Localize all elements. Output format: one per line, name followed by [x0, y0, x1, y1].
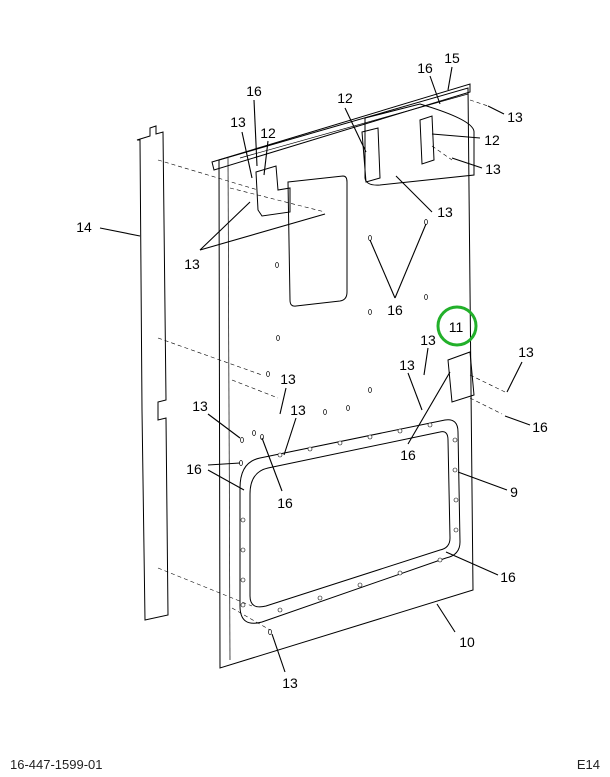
callout-13: 13 — [192, 398, 208, 414]
callout-13: 13 — [290, 402, 306, 418]
callout-10: 10 — [459, 634, 475, 650]
leader-lines — [99, 66, 531, 673]
callout-16: 16 — [277, 495, 293, 511]
callout-12: 12 — [260, 125, 276, 141]
callout-13: 13 — [399, 357, 415, 373]
highlight-circle — [436, 305, 478, 347]
callout-13: 13 — [282, 675, 298, 691]
callout-13: 13 — [507, 109, 523, 125]
callout-12: 12 — [337, 90, 353, 106]
callout-16: 16 — [417, 60, 433, 76]
strip-part-14 — [136, 125, 169, 621]
fastener-lines — [157, 99, 506, 631]
callout-16: 16 — [246, 83, 262, 99]
callout-9: 9 — [510, 484, 518, 500]
callout-13: 13 — [420, 332, 436, 348]
callout-13: 13 — [485, 161, 501, 177]
footer-page-code: E14 — [576, 757, 600, 772]
callout-13: 13 — [184, 256, 200, 272]
callout-labels: 15 16 16 13 12 13 12 12 13 13 14 13 16 1… — [76, 50, 548, 691]
bracket-part-11 — [447, 351, 475, 403]
callout-15: 15 — [444, 50, 460, 66]
callout-13: 13 — [280, 371, 296, 387]
footer-part-number: 16-447-1599-01 — [10, 757, 103, 772]
callout-13: 13 — [230, 114, 246, 130]
callout-12: 12 — [484, 132, 500, 148]
callout-13: 13 — [437, 204, 453, 220]
callout-13: 13 — [518, 344, 534, 360]
callout-16: 16 — [400, 447, 416, 463]
callout-16: 16 — [387, 302, 403, 318]
callout-16: 16 — [500, 569, 516, 585]
callout-11: 11 — [449, 319, 464, 335]
callout-16: 16 — [186, 461, 202, 477]
callout-16: 16 — [532, 419, 548, 435]
panel-holes — [239, 219, 428, 635]
bracket-part-12 — [255, 115, 435, 217]
door-panel-part-10 — [211, 83, 475, 669]
window-seal-part-9 — [239, 419, 461, 624]
callout-14: 14 — [76, 219, 92, 235]
